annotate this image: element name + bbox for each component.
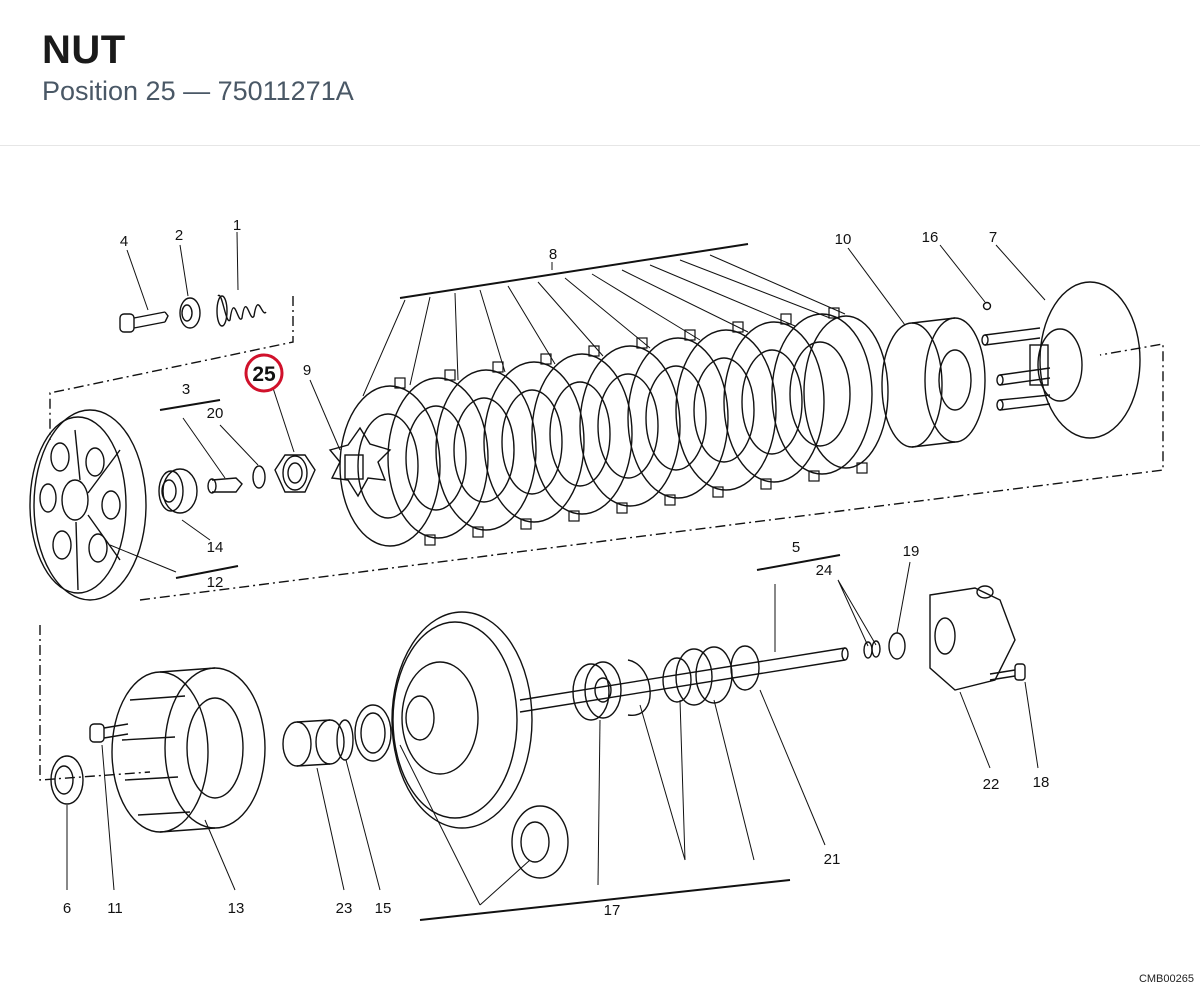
callout-21: 21 [824, 851, 841, 868]
callout-2: 2 [175, 227, 183, 244]
part-position-subtitle: Position 25 — 75011271A [42, 76, 354, 106]
callout-12: 12 [207, 574, 224, 591]
exploded-parts-diagram: 25 1 2 3 4 5 6 7 8 9 10 11 12 13 14 15 1… [0, 146, 1200, 991]
header: NUT Position 25 — 75011271A [0, 0, 1200, 146]
pressure-plate-12 [29, 409, 147, 601]
callout-9: 9 [303, 362, 311, 379]
nut-25 [274, 454, 316, 493]
callout-24: 24 [816, 562, 833, 579]
drawing-code: CMB00265 [1138, 973, 1194, 985]
callout-16: 16 [922, 229, 939, 246]
callout-1: 1 [233, 217, 241, 234]
clutch-hub-10 [881, 317, 986, 448]
callout-4: 4 [120, 233, 128, 250]
callout-7: 7 [989, 229, 997, 246]
callout-20: 20 [207, 405, 224, 422]
highlight-callout-25: 25 [252, 363, 276, 386]
slave-cover-22 [929, 585, 1016, 691]
clutch-plate-stack-8 [339, 313, 889, 547]
callout-19: 19 [903, 543, 920, 560]
callout-23: 23 [336, 900, 353, 917]
callout-17: 17 [604, 902, 621, 919]
callout-11: 11 [107, 900, 123, 917]
callout-22: 22 [983, 776, 1000, 793]
callout-14: 14 [207, 539, 224, 556]
bolt-4 [119, 311, 169, 333]
callout-18: 18 [1033, 774, 1050, 791]
callout-8: 8 [549, 246, 557, 263]
primary-gear [391, 611, 533, 829]
callout-5: 5 [792, 539, 800, 556]
callout-6: 6 [63, 900, 71, 917]
flange-7 [981, 281, 1141, 439]
callout-15: 15 [375, 900, 392, 917]
callout-3: 3 [182, 381, 190, 398]
clutch-drum-13 [111, 667, 266, 833]
page-title: NUT [42, 28, 126, 72]
callout-13: 13 [228, 900, 245, 917]
callout-10: 10 [835, 231, 852, 248]
